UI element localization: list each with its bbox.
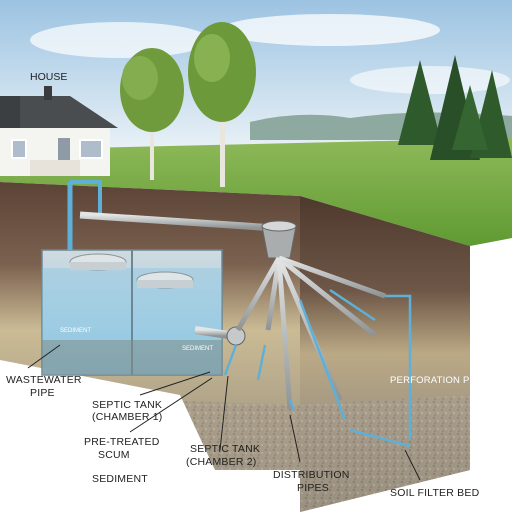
- tree-birch-1: [120, 48, 184, 180]
- grass-surface: [0, 138, 512, 246]
- label-soil-filter-bed: SOIL FILTER BED: [390, 487, 480, 499]
- label-wastewater-pipe-2: PIPE: [30, 387, 55, 399]
- label-septic-tank-1-a: SEPTIC TANK: [92, 399, 162, 411]
- label-house: HOUSE: [30, 71, 67, 83]
- label-septic-tank-1-b: (CHAMBER 1): [92, 411, 162, 423]
- label-distribution-2: PIPES: [297, 482, 329, 494]
- perforation-pipes: [223, 288, 412, 448]
- label-septic-tank-2-a: SEPTIC TANK: [190, 443, 260, 455]
- house: [0, 86, 118, 176]
- label-wastewater-pipe-1: WASTEWATER: [6, 374, 82, 386]
- tank-sediment-label-1: SEDIMENT: [60, 328, 91, 334]
- pine-trees: [398, 55, 512, 160]
- septic-tank: [41, 249, 223, 376]
- tank-sediment-label-2: SEDIMENT: [182, 346, 213, 352]
- tree-birch-2: [188, 22, 256, 187]
- label-distribution-1: DISTRIBUTION: [273, 469, 350, 481]
- label-pre-treated-1: PRE-TREATED: [84, 436, 160, 448]
- wastewater-pipe: [67, 180, 276, 346]
- label-pre-treated-2: SCUM: [98, 449, 130, 461]
- label-septic-tank-2-b: (CHAMBER 2): [186, 456, 256, 468]
- label-sediment: SEDIMENT: [92, 473, 148, 485]
- distribution-box: [261, 220, 297, 259]
- label-perforation-pipes: PERFORATION PIPES: [390, 375, 492, 386]
- leader-lines: [27, 344, 421, 481]
